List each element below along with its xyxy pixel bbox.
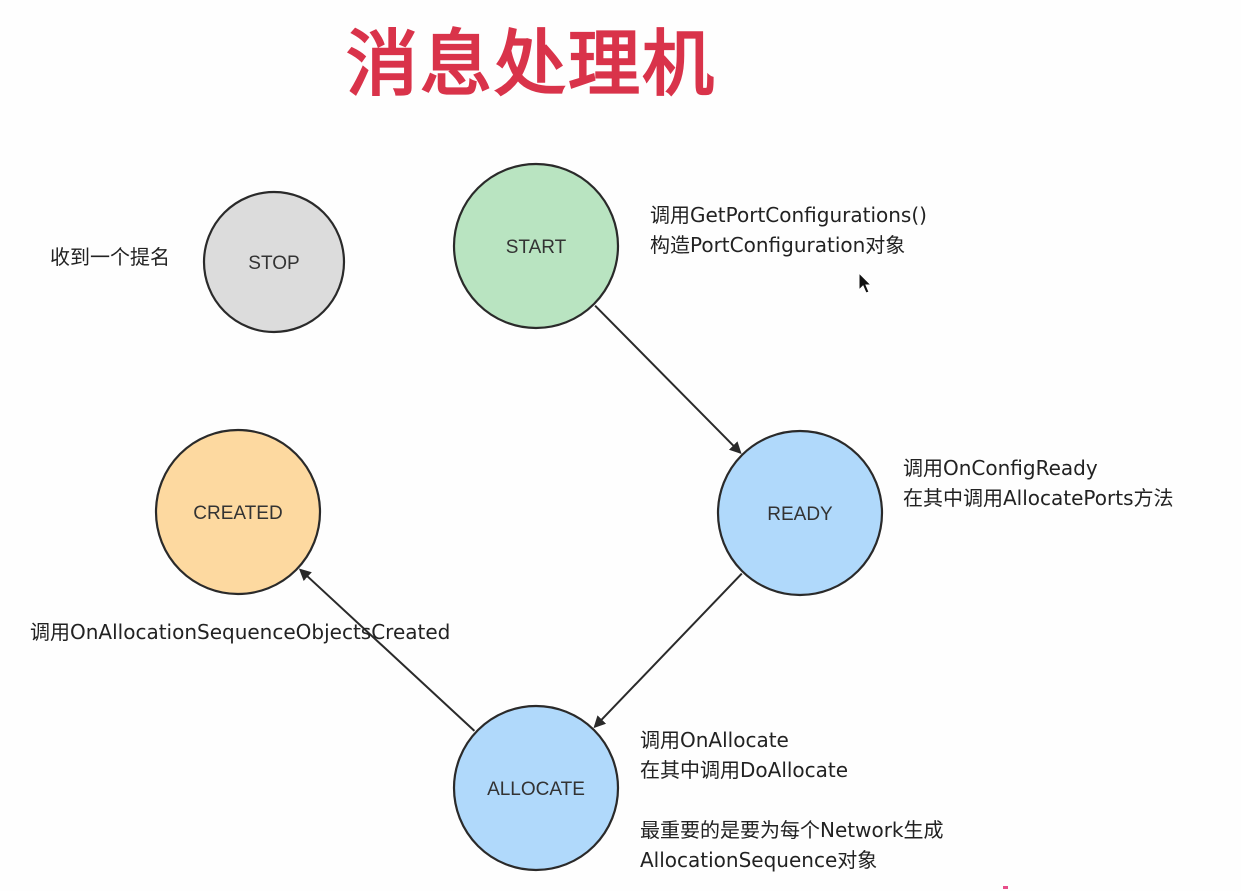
start-note: 调用GetPortConfigurations() 构造PortConfigur… <box>650 200 927 260</box>
arrow-allocate-to-created <box>298 568 476 732</box>
start-note-line-2: 构造PortConfiguration对象 <box>650 233 906 257</box>
allocate-detail-line-2: AllocationSequence对象 <box>640 848 878 872</box>
state-node-allocate: ALLOCATE <box>452 704 620 872</box>
allocate-note-line-1: 调用OnAllocate <box>640 728 789 752</box>
state-label-start: START <box>506 237 567 258</box>
state-node-stop: STOP <box>202 190 346 334</box>
ready-note-line-1: 调用OnConfigReady <box>903 456 1098 480</box>
state-circle-stop <box>202 190 346 334</box>
arrow-start-to-ready <box>594 304 742 455</box>
mouse-cursor-icon <box>858 272 873 294</box>
state-circle-start <box>452 162 620 330</box>
state-label-created: CREATED <box>193 503 282 524</box>
state-circle-ready <box>716 429 884 597</box>
state-node-ready: READY <box>716 429 884 597</box>
state-circle-allocate <box>452 704 620 872</box>
state-nodes: STOP START READY CREATED ALLOCATE <box>154 162 884 872</box>
stop-note-line-1: 收到一个提名 <box>50 245 170 269</box>
pink-mark <box>1003 886 1008 889</box>
created-note-line-1: 调用OnAllocationSequenceObjectsCreated <box>30 620 451 644</box>
stop-note: 收到一个提名 <box>50 242 170 272</box>
ready-note-line-2: 在其中调用AllocatePorts方法 <box>903 486 1174 510</box>
arrow-ready-to-allocate <box>593 572 743 729</box>
transition-arrows <box>298 304 743 732</box>
created-note: 调用OnAllocationSequenceObjectsCreated <box>30 617 450 647</box>
state-circle-created <box>154 428 322 596</box>
allocate-detail-line-1: 最重要的是要为每个Network生成 <box>640 818 944 842</box>
slide-title: 消息处理机 <box>346 22 717 106</box>
allocate-note: 调用OnAllocate 在其中调用DoAllocate <box>640 725 848 785</box>
ready-note: 调用OnConfigReady 在其中调用AllocatePorts方法 <box>903 453 1174 513</box>
state-node-start: START <box>452 162 620 330</box>
state-label-allocate: ALLOCATE <box>487 779 585 800</box>
allocate-note-line-2: 在其中调用DoAllocate <box>640 758 849 782</box>
start-note-line-1: 调用GetPortConfigurations() <box>650 203 927 227</box>
state-label-stop: STOP <box>248 253 299 274</box>
state-node-created: CREATED <box>154 428 322 596</box>
allocate-detail-note: 最重要的是要为每个Network生成 AllocationSequence对象 <box>640 815 944 875</box>
state-label-ready: READY <box>767 504 833 525</box>
